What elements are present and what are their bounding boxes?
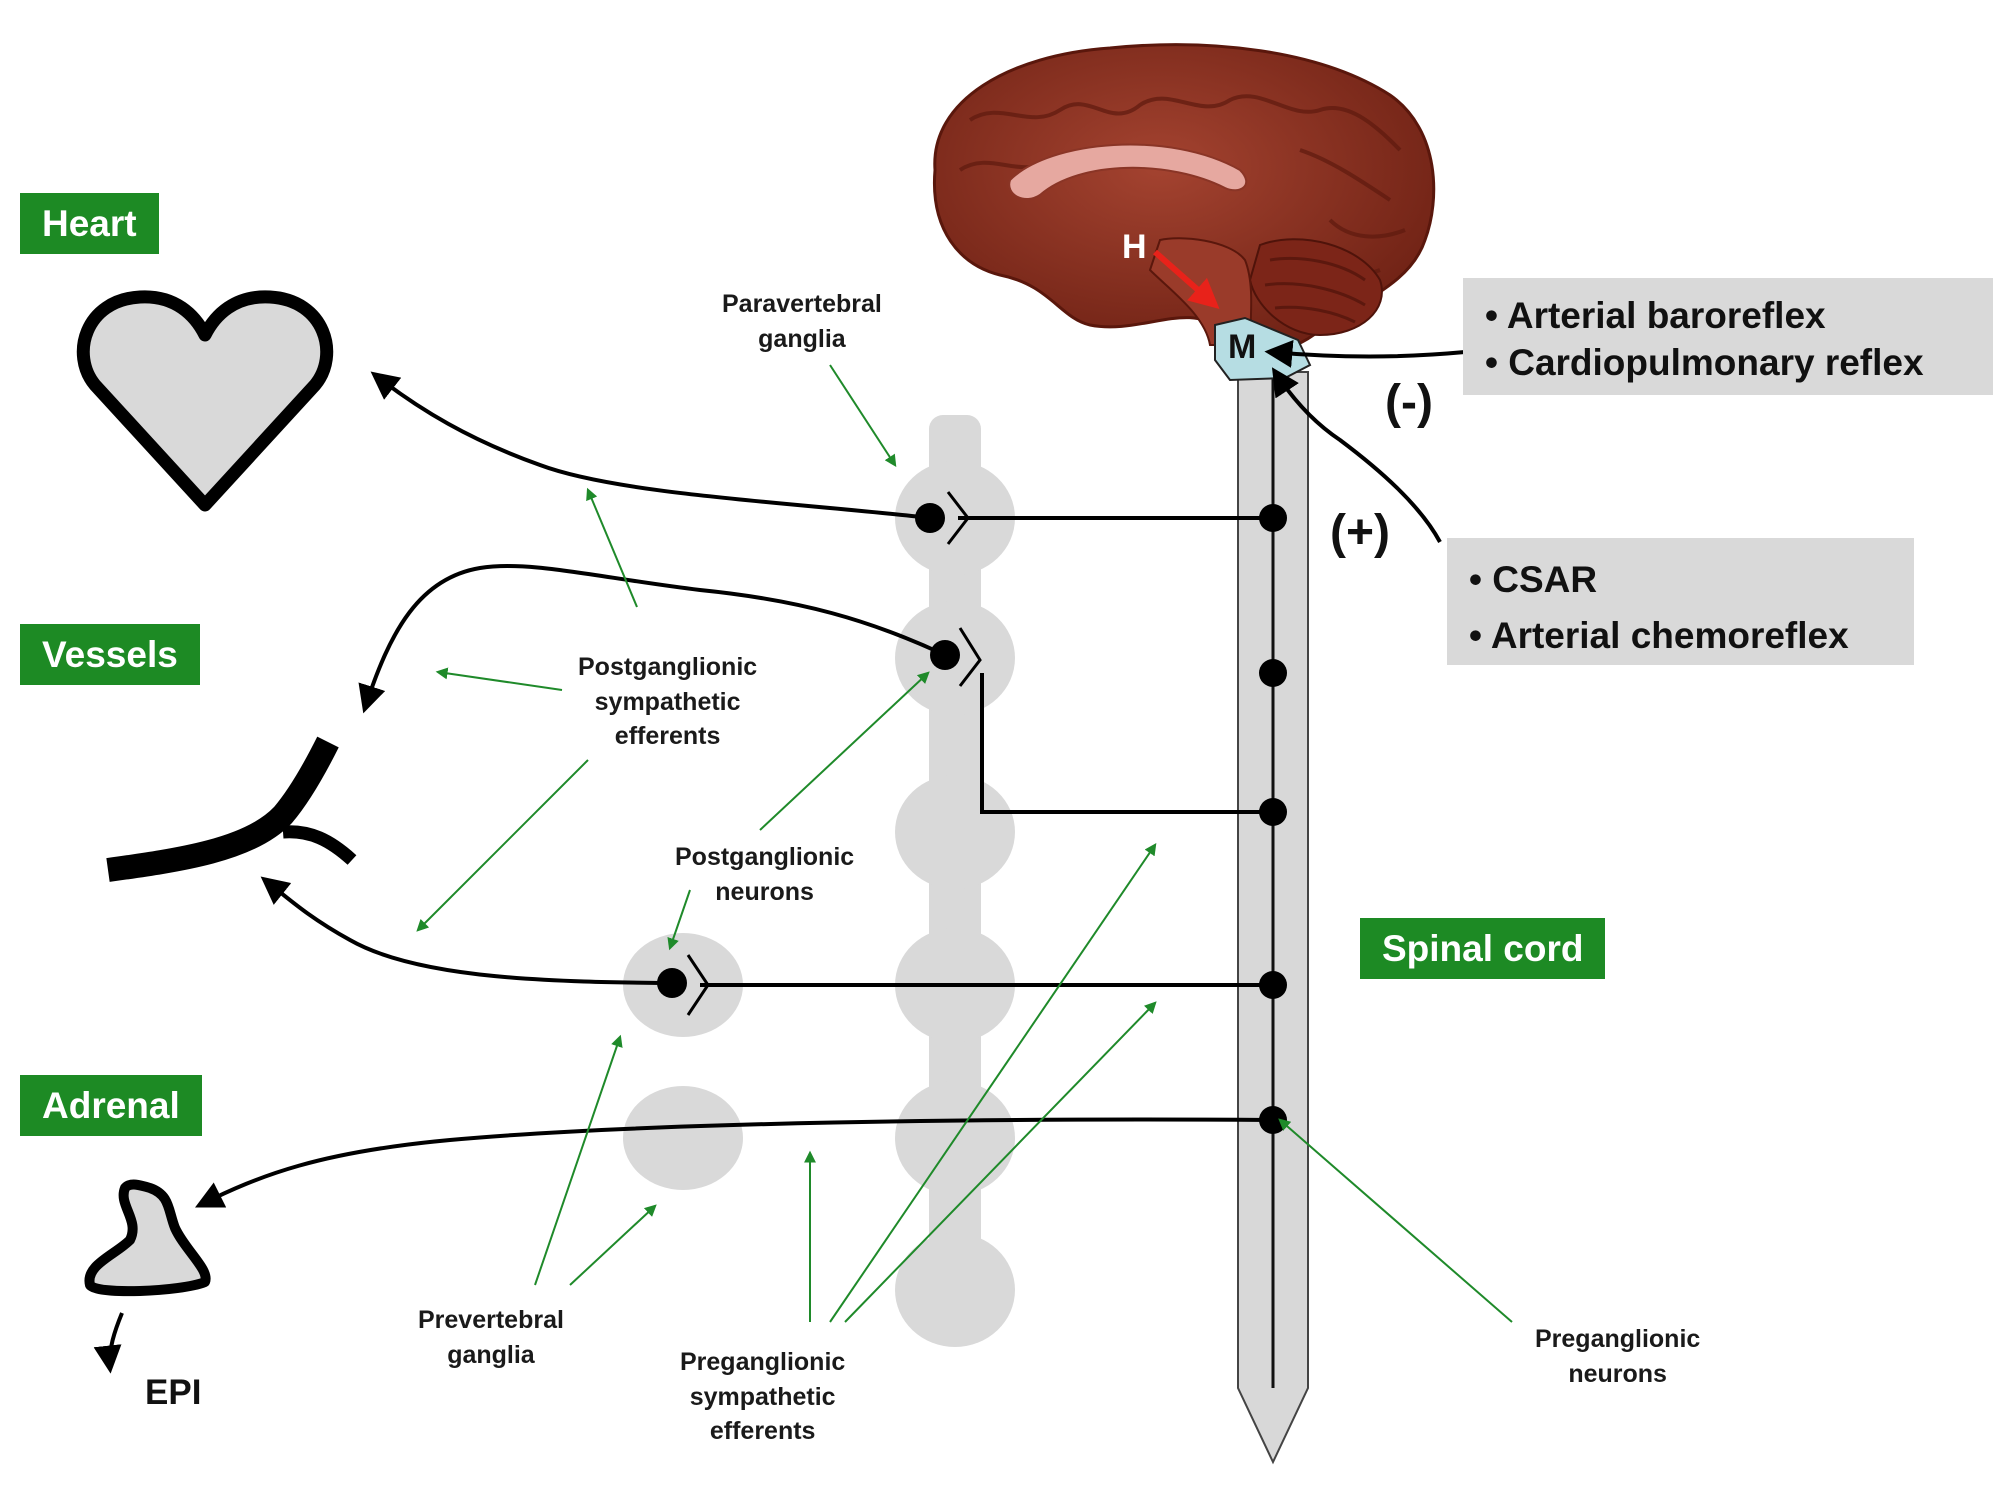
reflex-item: • Arterial chemoreflex [1469,614,1849,656]
annotation-line: Preganglionic [680,1348,846,1376]
reflex-item: • Arterial baroreflex [1485,295,1826,336]
vessels-label: Vessels [20,624,200,685]
annotation-line: Postganglionic [675,843,855,871]
annotation-line: Prevertebral [418,1306,564,1334]
heart-label: Heart [20,193,159,254]
annotation-line: neurons [1568,1359,1667,1388]
annotation-line: Postganglionic [578,653,758,681]
annotation-line: efferents [614,722,721,750]
adrenal-label: Adrenal [20,1075,202,1136]
paravertebral-ganglia-chain [895,415,1015,1347]
adrenal-icon [84,1179,211,1297]
excitatory-sign: (+) [1330,506,1390,559]
annotation-line: efferents [709,1417,816,1445]
annotation-line: Preganglionic [1535,1325,1701,1353]
hypothalamus-to-medulla-arrow [1153,249,1220,309]
epi-release-arrow [93,1312,124,1374]
postganglionic-efferents-annotation: Postganglionic sympathetic efferents [578,650,757,754]
annotation-line: neurons [715,877,814,906]
annotation-line: Paravertebral [722,290,882,318]
reflex-item: • Cardiopulmonary reflex [1485,342,1924,384]
prevertebral-ganglia [623,933,743,1190]
vessel-icon [106,736,357,882]
annotation-line: ganglia [447,1340,535,1369]
heart-icon [76,290,334,512]
baroreflex-input-arrow [1264,339,1466,368]
spinal-cord-label: Spinal cord [1360,918,1606,979]
annotation-line: sympathetic [594,687,741,716]
synapses [686,491,982,1016]
paravertebral-ganglion [895,461,1015,575]
brain: H M [932,43,1436,382]
brain-gyri [958,94,1406,278]
paravertebral-ganglia-annotation: Paravertebral ganglia [722,287,882,356]
chemoreflex-input-arrow [1271,367,1442,543]
annotation-line: sympathetic [689,1382,836,1411]
paravertebral-ganglion [895,1233,1015,1347]
cerebellum-folia [1264,256,1366,324]
prevertebral-ganglion [623,1086,743,1190]
paravertebral-ganglion [895,775,1015,889]
preganglionic-efferents-annotation: Preganglionic sympathetic efferents [680,1345,845,1449]
prevertebral-ganglia-annotation: Prevertebral ganglia [418,1303,564,1372]
medulla-marker: M [1228,328,1256,366]
postganglionic-neurons-annotation: Postganglionic neurons [675,840,854,909]
preganglionic-neurons-annotation: Preganglionic neurons [1535,1322,1700,1391]
annotation-arrows [416,364,1513,1323]
inhibitory-sign: (-) [1385,376,1433,429]
excitatory-reflexes-box: • CSAR • Arterial chemoreflex [1447,538,1914,665]
annotation-line: ganglia [758,324,846,353]
spinal-cord [1237,371,1309,1465]
postganglionic-fibers [260,371,946,985]
corpus-callosum [1008,143,1248,200]
inhibitory-reflexes-box: • Arterial baroreflex • Cardiopulmonary … [1463,278,1993,395]
epi-label: EPI [145,1373,202,1412]
preganglionic-neuron [1259,659,1287,687]
hypothalamus-marker: H [1122,228,1147,266]
reflex-item: • CSAR [1469,559,1598,600]
preganglionic-fibers [194,516,1274,1208]
